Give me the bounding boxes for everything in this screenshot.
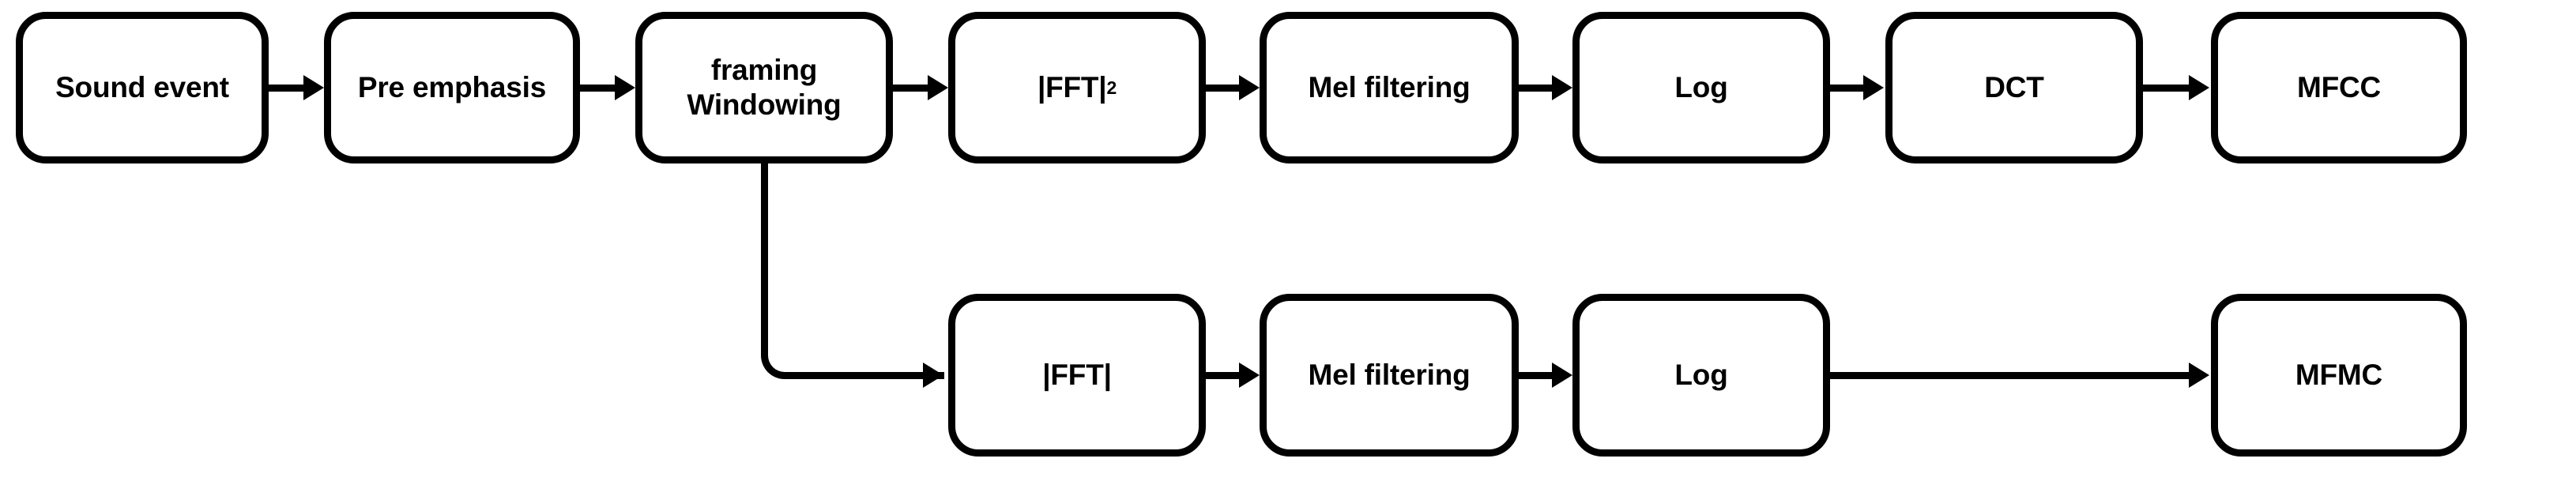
node-fft-magnitude[interactable]: |FFT| [948, 294, 1206, 457]
connector-framing-windowing-to-fft-squared [893, 85, 929, 92]
node-dct[interactable]: DCT [1885, 12, 2143, 163]
arrowhead-fft-squared-to-mel-filtering-top [1239, 75, 1260, 100]
connector-fft-squared-to-mel-filtering-top [1206, 85, 1241, 92]
arrowhead-branch-to-fft-magnitude [923, 363, 943, 388]
arrowhead-log-top-to-dct [1863, 75, 1884, 100]
node-log-top[interactable]: Log [1572, 12, 1830, 163]
connector-fft-magnitude-to-mel-filtering-bottom [1206, 372, 1241, 379]
node-mfcc[interactable]: MFCC [2211, 12, 2467, 163]
node-mel-filtering-top[interactable]: Mel filtering [1260, 12, 1519, 163]
connector-dct-to-mfcc [2143, 85, 2190, 92]
arrowhead-fft-magnitude-to-mel-filtering-bottom [1239, 363, 1260, 388]
arrowhead-log-bottom-to-mfmc [2189, 363, 2209, 388]
connector-branch-elbow [761, 332, 793, 379]
connector-log-top-to-dct [1830, 85, 1865, 92]
connector-pre-emphasis-to-framing-windowing [580, 85, 616, 92]
connector-mel-filtering-bottom-to-log-bottom [1519, 372, 1554, 379]
connector-branch-horizontal [786, 372, 944, 379]
node-mfmc[interactable]: MFMC [2211, 294, 2467, 457]
node-pre-emphasis[interactable]: Pre emphasis [324, 12, 580, 163]
node-framing-windowing-label: framing Windowing [687, 54, 842, 121]
connector-branch-vertical [761, 160, 768, 354]
node-framing-windowing[interactable]: framing Windowing [635, 12, 893, 163]
connector-mel-filtering-top-to-log-top [1519, 85, 1554, 92]
node-fft-squared[interactable]: |FFT|2 [948, 12, 1206, 163]
connector-log-bottom-to-mfmc [1830, 372, 2190, 379]
arrowhead-framing-windowing-to-fft-squared [928, 75, 948, 100]
node-fft-squared-base: |FFT| [1037, 71, 1107, 104]
arrowhead-pre-emphasis-to-framing-windowing [615, 75, 635, 100]
node-sound-event[interactable]: Sound event [16, 12, 269, 163]
arrowhead-mel-filtering-bottom-to-log-bottom [1552, 363, 1572, 388]
connector-sound-event-to-pre-emphasis [269, 85, 305, 92]
arrowhead-mel-filtering-top-to-log-top [1552, 75, 1572, 100]
node-log-bottom[interactable]: Log [1572, 294, 1830, 457]
node-mel-filtering-bottom[interactable]: Mel filtering [1260, 294, 1519, 457]
arrowhead-dct-to-mfcc [2189, 75, 2209, 100]
arrowhead-sound-event-to-pre-emphasis [303, 75, 324, 100]
